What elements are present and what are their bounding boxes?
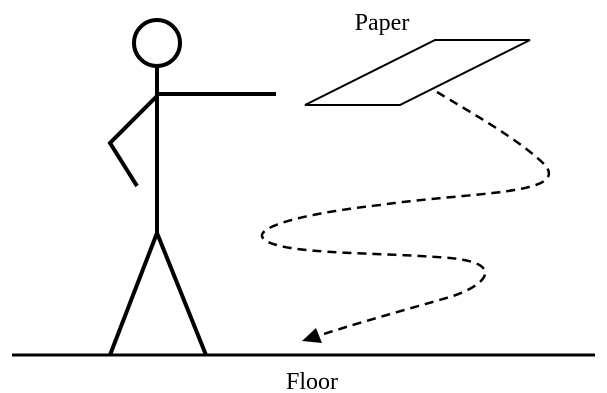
stick-figure — [107, 18, 276, 356]
dashed-fall-path — [260, 90, 551, 338]
paper-sheet — [304, 39, 531, 106]
floor-label: Floor — [286, 369, 338, 393]
stick-figure-right-leg — [155, 232, 208, 356]
stick-figure-head — [132, 18, 182, 68]
stick-figure-left-leg — [108, 232, 159, 356]
arrowhead-icon — [302, 328, 322, 343]
stick-figure-bent-arm — [107, 94, 159, 188]
paper-label: Paper — [355, 10, 410, 36]
